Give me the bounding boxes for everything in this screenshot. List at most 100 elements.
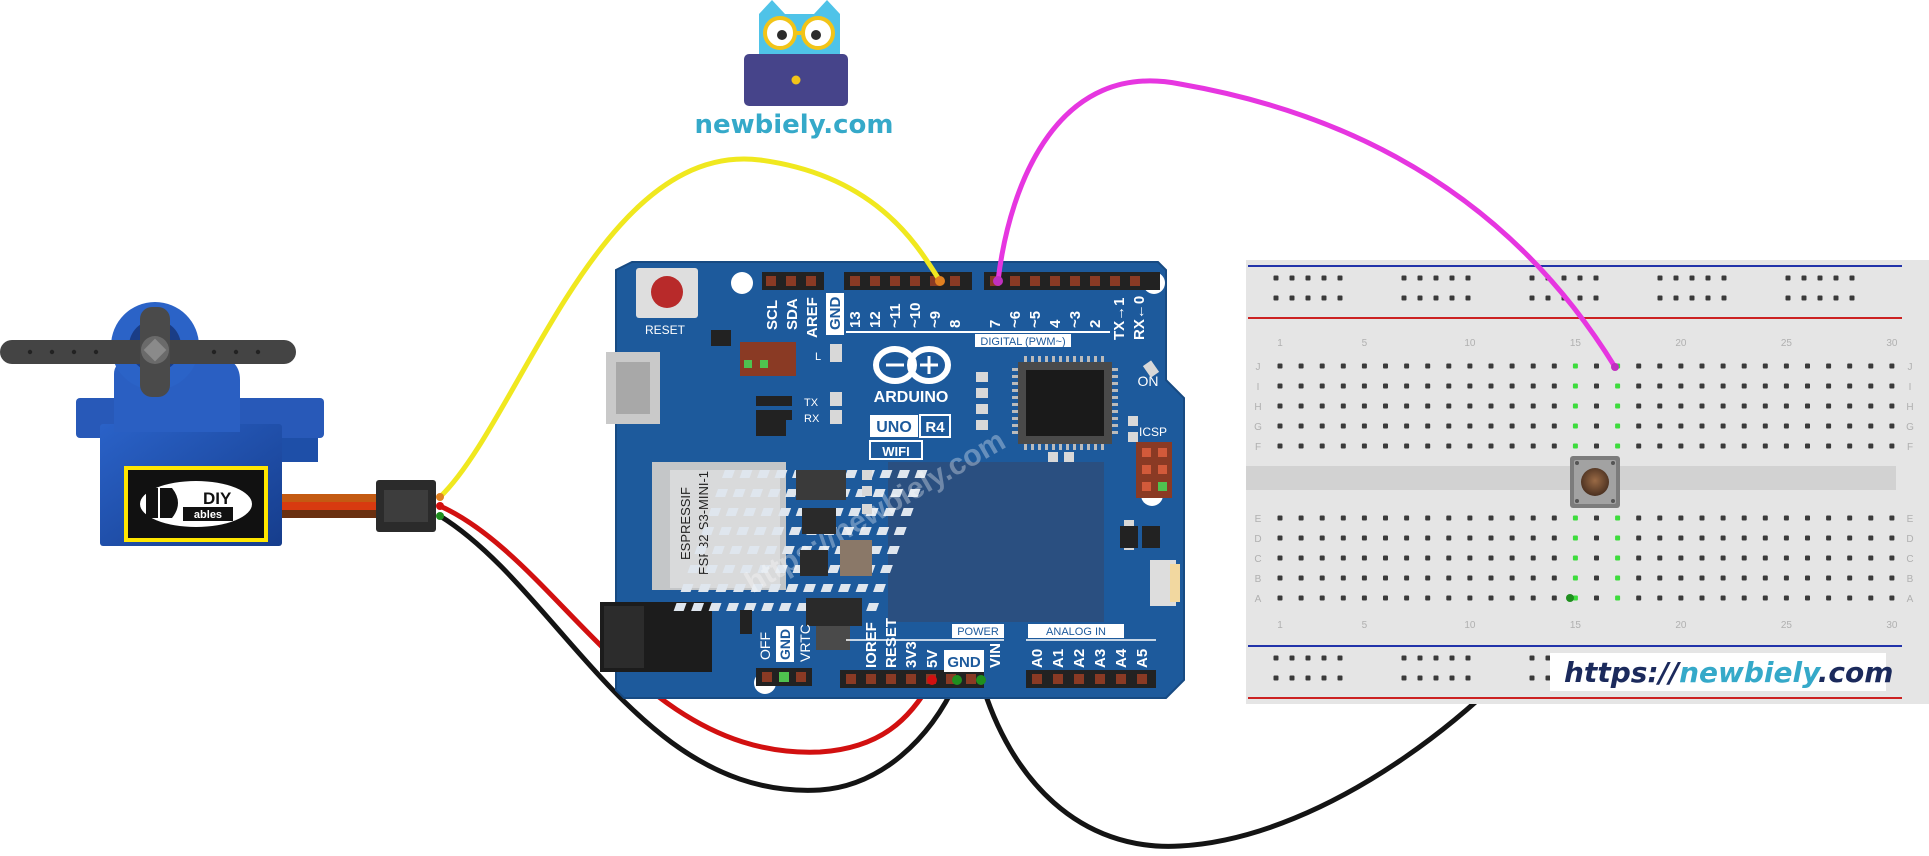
button-cap-icon <box>1581 468 1609 496</box>
pin-label-off: OFF <box>757 632 773 660</box>
pin-label-12: 12 <box>867 311 884 328</box>
row-letter: D <box>1906 534 1913 545</box>
header-socket[interactable] <box>906 674 916 684</box>
pin-label-6: ~6 <box>1007 311 1024 328</box>
reset-button[interactable] <box>636 268 698 318</box>
pin-label-gnd-left: GND <box>777 629 793 660</box>
digital-pin-labels-left: 13 12 ~11 ~10 ~9 8 <box>847 303 964 328</box>
row-letter: I <box>1909 382 1912 393</box>
button-wire-pin7 <box>995 78 1618 370</box>
mcu-chip <box>1012 356 1118 450</box>
header-socket[interactable] <box>850 276 860 286</box>
header-socket[interactable] <box>870 276 880 286</box>
icsp-label: ICSP <box>1139 425 1167 439</box>
column-number: 30 <box>1886 620 1898 631</box>
ground-wire-servo <box>437 513 960 793</box>
pin-label-4: 4 <box>1047 319 1064 328</box>
led-tx-label: TX <box>804 397 819 409</box>
header-socket[interactable] <box>766 276 776 286</box>
row-letter: H <box>1906 402 1913 413</box>
pin-label-11: ~11 <box>887 303 904 328</box>
pin-label-3v3: 3V3 <box>903 641 920 668</box>
pin-label-gnd-power: GND <box>947 654 981 671</box>
row-letter: J <box>1908 362 1913 373</box>
column-number: 1 <box>1277 620 1283 631</box>
icsp-header <box>1136 442 1172 498</box>
header-socket[interactable] <box>786 276 796 286</box>
pin-label-9: ~9 <box>927 311 944 328</box>
uno-label: UNO <box>876 419 912 436</box>
power-header <box>840 670 984 688</box>
header-socket[interactable] <box>1095 674 1105 684</box>
pin-label-13: 13 <box>847 311 864 328</box>
arduino-logo-icon <box>873 346 951 384</box>
pin-label-5: ~5 <box>1027 311 1044 328</box>
column-number: 15 <box>1570 338 1582 349</box>
pin-label-aref: AREF <box>804 297 821 338</box>
led-l-label: L <box>815 351 821 363</box>
svg-text:https://newbiely.com: https://newbiely.com <box>1564 656 1893 689</box>
header-socket[interactable] <box>966 674 976 684</box>
module-label-2: ESP32-S3-MINI-1 <box>696 471 711 575</box>
row-letter: B <box>1255 574 1262 585</box>
header-socket[interactable] <box>950 276 960 286</box>
header-socket[interactable] <box>890 276 900 286</box>
wifi-label: WIFI <box>882 444 909 459</box>
digital-caption: DIGITAL (PWM~) <box>980 336 1065 348</box>
header-socket[interactable] <box>1116 674 1126 684</box>
r4-label: R4 <box>925 419 945 436</box>
column-number: 10 <box>1464 620 1476 631</box>
pin-label-5v: 5V <box>924 650 941 668</box>
pin-label-a2: A2 <box>1071 649 1088 668</box>
row-letter: C <box>1254 554 1261 565</box>
header-socket[interactable] <box>1074 674 1084 684</box>
analog-header <box>1026 670 1156 688</box>
header-socket[interactable] <box>910 276 920 286</box>
header-socket[interactable] <box>866 674 876 684</box>
owl-laptop-icon <box>744 0 848 106</box>
header-socket[interactable] <box>1053 674 1063 684</box>
column-number: 5 <box>1362 338 1368 349</box>
pin-label-rx: RX←0 <box>1131 296 1148 340</box>
column-number: 1 <box>1277 338 1283 349</box>
row-letter: F <box>1907 442 1913 453</box>
pin-label-a0: A0 <box>1029 649 1046 668</box>
arduino-label: ARDUINO <box>874 389 949 406</box>
header-socket[interactable] <box>1110 276 1120 286</box>
pin-label-3: ~3 <box>1067 311 1084 328</box>
row-letter: I <box>1257 382 1260 393</box>
url-banner-prefix: https:// <box>1564 656 1682 689</box>
pin-label-a4: A4 <box>1113 648 1130 668</box>
digital-pin-labels-right: 7 ~6 ~5 4 ~3 2 TX→1 RX←0 <box>987 296 1148 340</box>
header-socket[interactable] <box>1130 276 1140 286</box>
header-socket[interactable] <box>1030 276 1040 286</box>
push-button[interactable] <box>1570 456 1620 508</box>
column-number: 10 <box>1464 338 1476 349</box>
header-socket[interactable] <box>846 674 856 684</box>
pin-label-a1: A1 <box>1050 649 1067 668</box>
row-letter: E <box>1255 514 1262 525</box>
header-socket[interactable] <box>1010 276 1020 286</box>
header-socket[interactable] <box>1032 674 1042 684</box>
header-socket[interactable] <box>1090 276 1100 286</box>
on-label: ON <box>1138 373 1159 389</box>
column-number: 15 <box>1570 620 1582 631</box>
header-socket[interactable] <box>886 674 896 684</box>
row-letter: A <box>1255 594 1262 605</box>
header-socket[interactable] <box>1050 276 1060 286</box>
header-socket[interactable] <box>1137 674 1147 684</box>
header-socket[interactable] <box>946 674 956 684</box>
row-letter: A <box>1907 594 1914 605</box>
pin-label-sda: SDA <box>784 298 801 330</box>
pin-label-ioref: IOREF <box>863 622 880 668</box>
servo-brand-line2: ables <box>194 509 222 521</box>
row-letter: D <box>1254 534 1261 545</box>
newbiely-logo: newbiely.com <box>694 0 894 140</box>
power-caption: POWER <box>957 626 999 638</box>
digital-header <box>762 272 1160 290</box>
pin-label-7: 7 <box>987 320 1004 328</box>
header-socket[interactable] <box>1070 276 1080 286</box>
header-socket[interactable] <box>806 276 816 286</box>
